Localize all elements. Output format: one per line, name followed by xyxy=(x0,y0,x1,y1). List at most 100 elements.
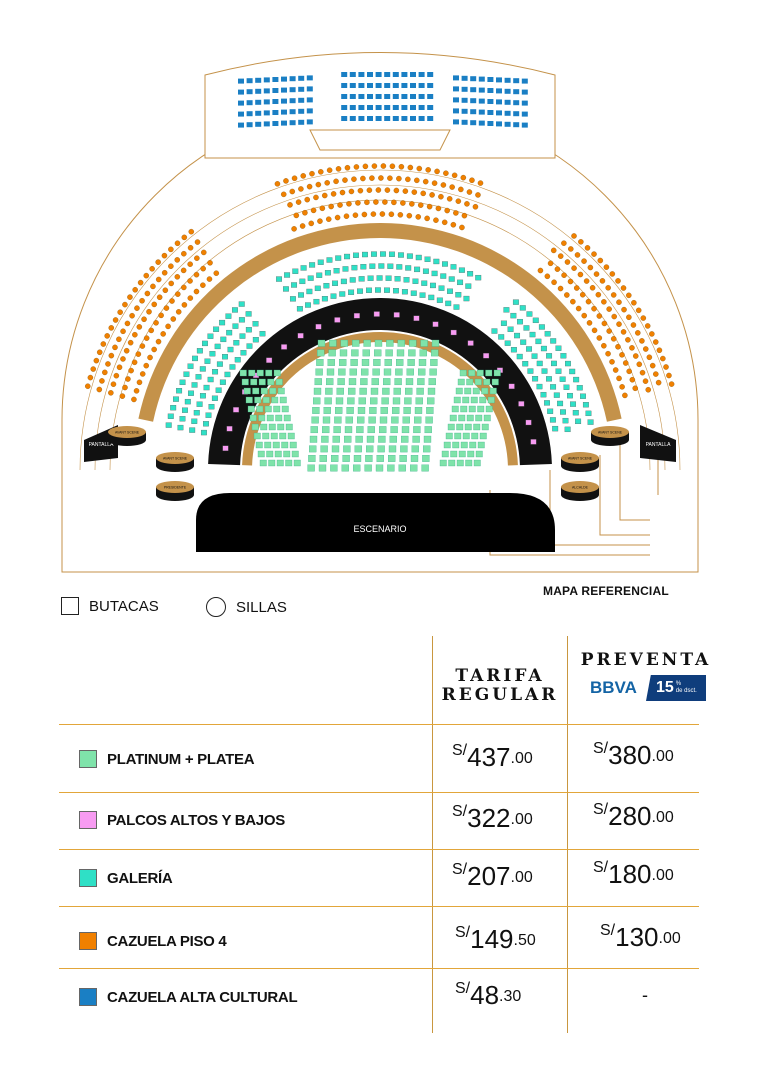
cazuela-seat xyxy=(567,278,574,285)
galeria-seat xyxy=(453,304,460,310)
alta-seat xyxy=(401,83,408,88)
platinum-seat xyxy=(477,405,485,413)
alta-seat xyxy=(470,98,477,104)
galeria-seat xyxy=(306,288,313,295)
alta-seat xyxy=(306,119,313,125)
galeria-seat xyxy=(498,334,505,340)
platea-seat xyxy=(378,435,386,443)
cazuela-seat xyxy=(193,288,200,295)
platinum-seat xyxy=(257,450,265,458)
cazuela-seat xyxy=(169,298,175,304)
cazuela-seat xyxy=(570,298,576,305)
cazuela-seat xyxy=(611,313,617,320)
galeria-seat xyxy=(170,405,177,411)
cazuela-seat xyxy=(601,343,607,349)
cazuela-seat xyxy=(407,164,414,171)
cazuela-seat xyxy=(605,285,611,291)
platea-seat xyxy=(334,416,342,424)
discount-tag: 15 %de dsct. xyxy=(646,675,706,701)
alta-seat xyxy=(418,72,425,77)
platinum-seat xyxy=(455,387,463,395)
platea-seat xyxy=(343,445,351,453)
galeria-seat xyxy=(503,307,510,313)
cazuela-seat xyxy=(370,211,377,217)
map-reference-label: MAPA REFERENCIAL xyxy=(543,584,669,598)
galeria-seat xyxy=(531,353,538,359)
alta-seat xyxy=(246,111,253,117)
platea-seat xyxy=(428,378,436,386)
platea-seat xyxy=(412,435,420,443)
cazuela-seat xyxy=(134,305,140,311)
galeria-seat xyxy=(559,376,566,382)
galeria-seat xyxy=(544,400,550,406)
galeria-seat xyxy=(527,368,534,374)
alta-seat xyxy=(513,111,520,117)
cazuela-seat xyxy=(151,346,157,353)
platinum-seat xyxy=(452,441,460,449)
tier-line xyxy=(79,169,681,471)
alta-seat xyxy=(410,83,416,88)
price-preventa: S/380.00 xyxy=(593,740,674,768)
cazuela-seat xyxy=(144,290,151,297)
platinum-seat xyxy=(479,432,487,440)
platea-seat xyxy=(414,416,422,424)
cazuela-seat xyxy=(599,278,606,284)
galeria-seat xyxy=(569,368,576,375)
galeria-seat xyxy=(553,392,560,398)
galeria-seat xyxy=(520,339,527,345)
cazuela-seat xyxy=(132,331,138,338)
platea-seat xyxy=(373,359,381,366)
alta-seat xyxy=(255,77,262,83)
galeria-seat xyxy=(549,417,556,423)
platinum-seat xyxy=(464,423,472,431)
galeria-seat xyxy=(224,371,231,378)
cazuela-seat xyxy=(330,191,337,197)
cazuela-seat xyxy=(371,163,378,169)
cazuela-seat xyxy=(362,163,369,170)
cazuela-seat xyxy=(626,314,632,320)
galeria-seat xyxy=(546,376,552,382)
palcos-band xyxy=(208,298,552,466)
cazuela-seat xyxy=(99,378,105,384)
platea-seat xyxy=(357,407,366,414)
alta-seat xyxy=(375,105,382,110)
cazuela-seat xyxy=(207,260,213,266)
cazuela-seat xyxy=(280,191,287,198)
galeria-seat xyxy=(316,272,323,278)
cazuela-seat xyxy=(298,186,304,192)
alta-seat xyxy=(453,75,459,81)
currency: S/ xyxy=(455,924,471,941)
cazuela-seat xyxy=(615,278,621,284)
cazuela-seat xyxy=(187,261,193,267)
platea-seat xyxy=(331,455,339,462)
platea-seat xyxy=(427,387,436,395)
galeria-seat xyxy=(208,404,215,410)
cazuela-seat xyxy=(615,344,621,350)
platea-seat xyxy=(323,407,331,414)
cazuela-seat xyxy=(174,274,181,280)
platinum-seat xyxy=(483,414,491,422)
alta-seat xyxy=(238,100,244,106)
palco-box xyxy=(508,383,515,390)
platinum-seat xyxy=(268,423,276,431)
platinum-seat xyxy=(249,414,257,422)
cazuela-seat xyxy=(477,180,484,186)
cazuela-seat xyxy=(123,347,130,354)
platea-seat xyxy=(419,349,427,357)
galeria-seat xyxy=(563,384,570,390)
galeria-seat xyxy=(552,425,559,432)
platea-seat xyxy=(365,455,373,462)
cazuela-seat xyxy=(161,270,168,276)
galeria-seat xyxy=(300,265,307,271)
alta-seat xyxy=(410,116,416,121)
cazuela-seat xyxy=(108,325,115,331)
cazuela-seat xyxy=(424,215,430,222)
galeria-seat xyxy=(540,391,547,398)
alta-seat xyxy=(246,78,253,84)
platea-seat xyxy=(383,368,392,376)
galeria-seat xyxy=(276,276,283,282)
currency: S/ xyxy=(600,922,616,939)
cazuela-seat xyxy=(619,384,625,390)
galeria-seat xyxy=(500,320,507,326)
platea-seat xyxy=(355,435,363,443)
